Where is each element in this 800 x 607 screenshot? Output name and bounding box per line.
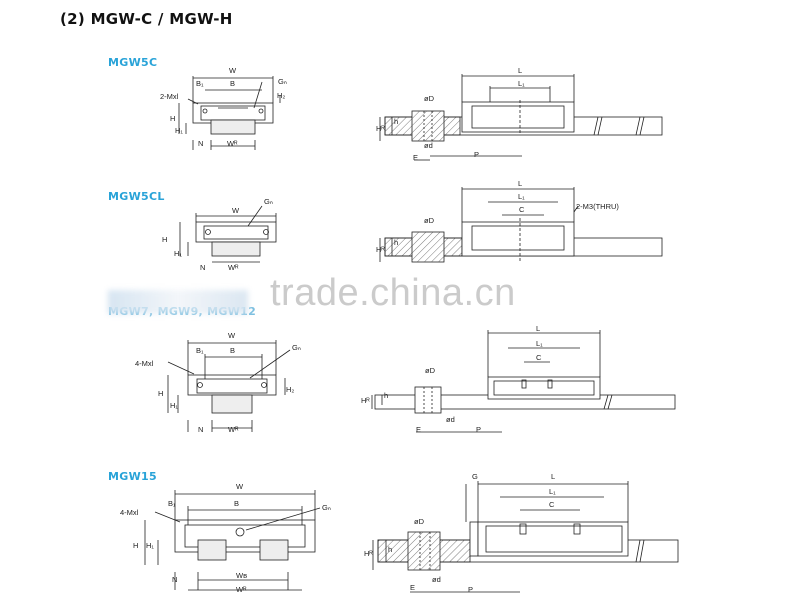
dim-h-small-5cl: h: [394, 238, 398, 247]
dim-l: L: [518, 66, 522, 75]
dim-gn: Gₙ: [278, 77, 287, 86]
watermark: trade.china.cn: [270, 272, 516, 314]
dim-w-7: W: [228, 331, 236, 340]
dim-h-7: H: [158, 389, 163, 398]
dim-4mxl-15: 4-Mxl: [120, 508, 139, 517]
dim-l1-15: L₁: [549, 487, 556, 496]
dim-phi-d-big: øD: [424, 94, 435, 103]
dim-hr-5cl: Hᴿ: [376, 245, 385, 254]
model-label-mgw5c: MGW5C: [108, 56, 158, 69]
dim-b1-15: B₁: [168, 499, 176, 508]
dim-h1: H₁: [175, 126, 183, 135]
dim-l1-7: L₁: [536, 339, 543, 348]
dim-wr-7: Wᴿ: [228, 425, 239, 434]
dim-h-small-7: h: [384, 391, 388, 400]
section-heading: (2) MGW-C / MGW-H: [60, 10, 233, 28]
dim-phi-d-small-7: ød: [446, 415, 455, 424]
dim-n-7: N: [198, 425, 203, 434]
dim-e-7: E: [416, 425, 421, 434]
dim-b1: B₁: [196, 79, 204, 88]
blurred-label-region: [108, 290, 248, 314]
dim-wr: Wᴿ: [227, 139, 238, 148]
dim-phi-d-small-15: ød: [432, 575, 441, 584]
dim-n-5cl: N: [200, 263, 205, 272]
dim-b-7: B: [230, 346, 235, 355]
dim-l1-5cl: L₁: [518, 192, 525, 201]
dim-hr-15: Hᴿ: [364, 549, 373, 558]
dim-h-5cl: H: [162, 235, 167, 244]
dim-gn-7: Gₙ: [292, 343, 301, 352]
dimension-labels: W B₁ B Gₙ H₂ 2-Mxl H H₁ N Wᴿ L L₁ øD Hᴿ …: [120, 66, 619, 594]
dim-h2-7: H₂: [286, 385, 294, 394]
dim-l1: L₁: [518, 79, 525, 88]
dim-wr-5cl: Wᴿ: [228, 263, 239, 272]
mgw5cl-side-view: [379, 187, 663, 263]
dim-h2: H₂: [277, 91, 285, 100]
model-label-mgw15: MGW15: [108, 470, 157, 483]
dim-gn-5cl: Gₙ: [264, 197, 273, 206]
dim-h-15: H: [133, 541, 138, 550]
mgw15-side-view: [372, 481, 679, 593]
dim-w-15: W: [236, 482, 244, 491]
dim-thru: 2-M3(THRU): [576, 202, 619, 211]
dim-p-7: P: [476, 425, 481, 434]
model-label-mgw5cl: MGW5CL: [108, 190, 165, 203]
mgw5c-side-view: [379, 74, 663, 161]
dim-c-5cl: C: [519, 205, 525, 214]
mgw7-9-12-front-view: [167, 340, 291, 432]
dim-h1-15: H₁: [146, 541, 154, 550]
dim-gn-15: Gₙ: [322, 503, 331, 512]
dim-c-7: C: [536, 353, 542, 362]
dim-g-15: G: [472, 472, 478, 481]
dim-h: H: [170, 114, 175, 123]
dim-phi-d-7: øD: [425, 366, 436, 375]
dim-h-small: h: [394, 117, 398, 126]
dim-n-15: N: [172, 575, 177, 584]
dim-phi-d-15: øD: [414, 517, 425, 526]
dim-w-5cl: W: [232, 206, 240, 215]
dim-hr-7: Hᴿ: [361, 396, 370, 405]
dim-l-15: L: [551, 472, 555, 481]
dim-wr-15: Wᴿ: [236, 585, 247, 594]
dim-phi-d-5cl: øD: [424, 216, 435, 225]
dim-c-15: C: [549, 500, 555, 509]
mgw7-9-12-side-view: [371, 330, 676, 433]
dim-e-15: E: [410, 583, 415, 592]
dim-phi-d-small: ød: [424, 141, 433, 150]
dim-2mxl: 2-Mxl: [160, 92, 179, 101]
mgw5cl-front-view: [179, 205, 277, 263]
dim-b-15: B: [234, 499, 239, 508]
dim-4mxl-7: 4-Mxl: [135, 359, 154, 368]
dim-w: W: [229, 66, 237, 75]
dim-hr: Hᴿ: [376, 124, 385, 133]
dim-h1-7: H₁: [170, 401, 178, 410]
mgw15-front-view: [144, 490, 321, 591]
dim-p: P: [474, 150, 479, 159]
dim-h1-5cl: H₁: [174, 249, 182, 258]
dim-e: E: [413, 153, 418, 162]
dim-h-small-15: h: [388, 545, 392, 554]
dim-l-7: L: [536, 324, 540, 333]
dim-b1-7: B₁: [196, 346, 204, 355]
dim-b: B: [230, 79, 235, 88]
dim-p-15: P: [468, 585, 473, 594]
dim-l-5cl: L: [518, 179, 522, 188]
mgw5c-front-view: [178, 76, 281, 150]
dim-wb-15: Wʙ: [236, 571, 247, 580]
dim-n: N: [198, 139, 203, 148]
